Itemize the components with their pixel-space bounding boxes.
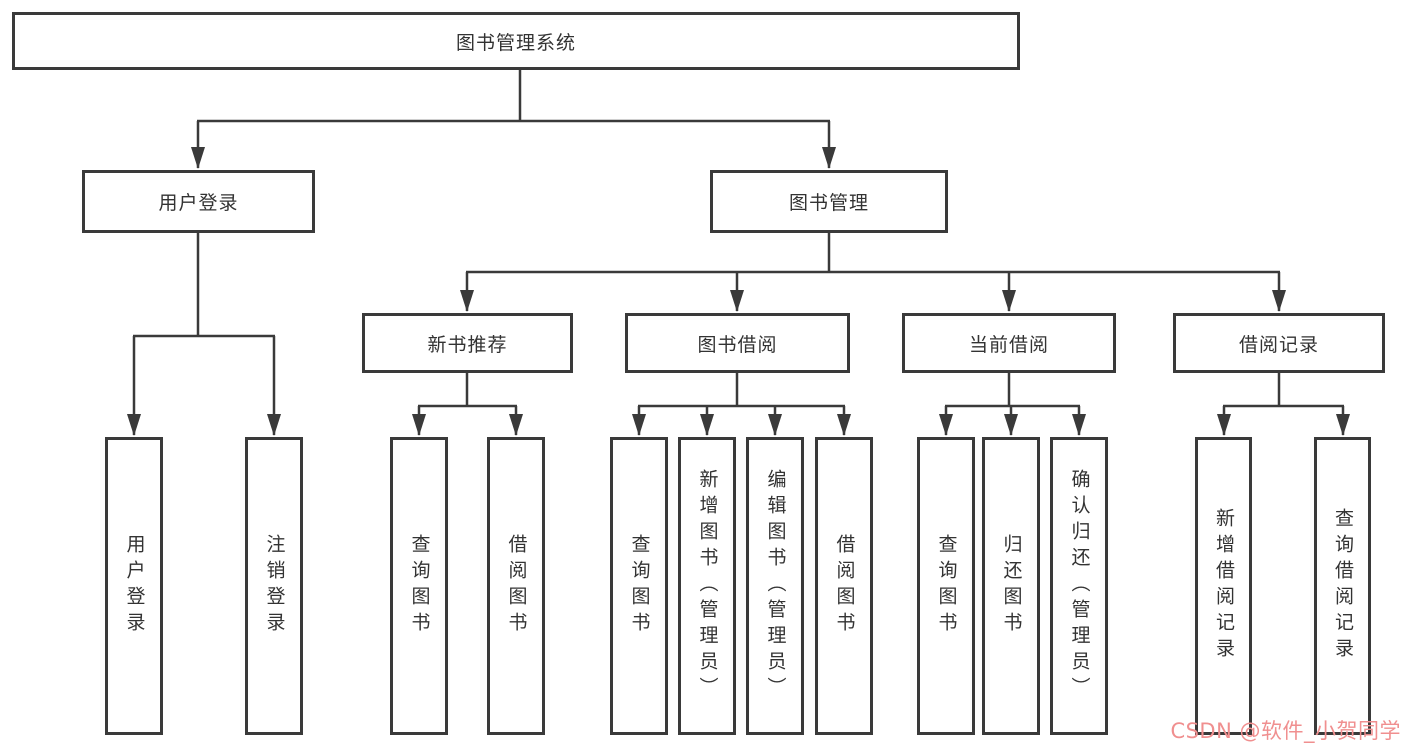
leaf-borrow-books-label: 借阅图书 xyxy=(833,534,856,638)
leaf-query-books-borrow-label: 查询图书 xyxy=(628,534,651,638)
leaf-logout-label: 注销登录 xyxy=(263,534,286,638)
leaf-return-books-label: 归还图书 xyxy=(1000,534,1023,638)
node-root: 图书管理系统 xyxy=(12,12,1020,70)
node-new-book-recommend-label: 新书推荐 xyxy=(427,333,508,356)
leaf-confirm-return-admin-label: 确认归还（管理员） xyxy=(1068,469,1091,703)
leaf-add-borrow-record-label: 新增借阅记录 xyxy=(1213,508,1235,664)
node-book-borrow: 图书借阅 xyxy=(625,313,850,373)
leaf-add-books-admin-label: 新增图书（管理员） xyxy=(696,469,719,703)
leaf-edit-books-admin: 编辑图书（管理员） xyxy=(746,437,804,735)
node-book-management-label: 图书管理 xyxy=(788,192,869,214)
leaf-edit-books-admin-label: 编辑图书（管理员） xyxy=(764,469,787,703)
node-current-borrow-label: 当前借阅 xyxy=(968,333,1049,356)
node-borrow-records: 借阅记录 xyxy=(1173,313,1385,373)
node-user-login: 用户登录 xyxy=(82,170,315,233)
leaf-borrow-books-recommend-label: 借阅图书 xyxy=(505,534,528,638)
leaf-logout: 注销登录 xyxy=(245,437,303,735)
leaf-borrow-books: 借阅图书 xyxy=(815,437,873,735)
node-book-borrow-label: 图书借阅 xyxy=(697,333,778,356)
leaf-query-books-borrow: 查询图书 xyxy=(610,437,668,735)
leaf-borrow-books-recommend: 借阅图书 xyxy=(487,437,545,735)
leaf-add-borrow-record: 新增借阅记录 xyxy=(1195,437,1252,735)
watermark-text: CSDN @软件_小贺同学 xyxy=(1170,719,1401,743)
node-book-management: 图书管理 xyxy=(710,170,948,233)
leaf-query-borrow-record: 查询借阅记录 xyxy=(1314,437,1371,735)
node-current-borrow: 当前借阅 xyxy=(902,313,1116,373)
node-borrow-records-label: 借阅记录 xyxy=(1238,333,1319,356)
leaf-confirm-return-admin: 确认归还（管理员） xyxy=(1050,437,1108,735)
leaf-query-books-recommend-label: 查询图书 xyxy=(408,534,431,638)
leaf-query-books-current-label: 查询图书 xyxy=(935,534,958,638)
leaf-query-books-recommend: 查询图书 xyxy=(390,437,448,735)
node-user-login-label: 用户登录 xyxy=(158,192,239,214)
node-root-label: 图书管理系统 xyxy=(455,31,576,54)
leaf-user-login: 用户登录 xyxy=(105,437,163,735)
leaf-query-borrow-record-label: 查询借阅记录 xyxy=(1332,508,1354,664)
leaf-add-books-admin: 新增图书（管理员） xyxy=(678,437,736,735)
leaf-return-books: 归还图书 xyxy=(982,437,1040,735)
leaf-query-books-current: 查询图书 xyxy=(917,437,975,735)
leaf-user-login-label: 用户登录 xyxy=(123,534,146,638)
node-new-book-recommend: 新书推荐 xyxy=(362,313,573,373)
